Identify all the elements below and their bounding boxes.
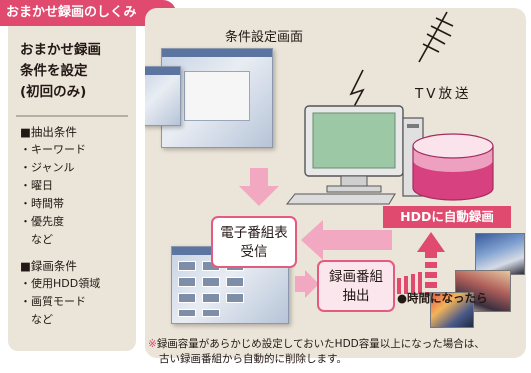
record-box-line: 録画番組 xyxy=(329,269,383,285)
epg-receive-box: 電子番組表 受信 xyxy=(211,216,297,268)
settings-screen-image-back xyxy=(145,66,181,126)
condition-item: ・使用HDD領域 xyxy=(20,277,101,290)
settings-screen-label: 条件設定画面 xyxy=(225,30,304,45)
settings-screen-image xyxy=(161,48,273,148)
arrow-left-icon xyxy=(301,220,392,260)
recorded-program-photo xyxy=(430,292,474,328)
setup-line: (初回のみ) xyxy=(20,84,87,100)
footnote-line: ※録画容量があらかじめ設定しておいたHDD容量以上になった場合は、 xyxy=(148,337,531,352)
record-conditions-heading: ■録画条件 xyxy=(20,259,77,273)
record-conditions: ■録画条件 ・使用HDD領域 ・画質モード など xyxy=(20,257,136,329)
condition-item: ・時間帯 xyxy=(20,197,64,210)
hdd-cylinder-icon xyxy=(412,133,494,201)
setup-heading: おまかせ録画 条件を設定 (初回のみ) xyxy=(20,40,136,103)
extract-conditions-heading: ■抽出条件 xyxy=(20,125,77,139)
pc-monitor-icon xyxy=(285,105,424,205)
arrow-down-icon xyxy=(239,168,279,206)
setup-line: 条件を設定 xyxy=(20,63,88,79)
record-box-line: 抽出 xyxy=(342,288,370,304)
footnote-line: 古い録画番組から自動的に削除します。 xyxy=(159,353,347,365)
time-trigger-label: ●時間になったら xyxy=(397,291,488,305)
condition-item: など xyxy=(20,233,53,246)
recorded-program-photo xyxy=(475,233,525,275)
arrow-up-dashed-icon xyxy=(397,232,445,296)
condition-item: ・キーワード xyxy=(20,143,86,156)
epg-box-line: 受信 xyxy=(240,244,268,260)
condition-item: ・優先度 xyxy=(20,215,64,228)
footnote-mark: ※ xyxy=(148,338,157,350)
left-panel: おまかせ録画 条件を設定 (初回のみ) ■抽出条件 ・キーワード ・ジャンル ・… xyxy=(8,26,136,351)
footnote: ※録画容量があらかじめ設定しておいたHDD容量以上になった場合は、 古い録画番組… xyxy=(148,337,531,367)
tv-broadcast-label: TV放送 xyxy=(415,86,472,102)
lightning-icon xyxy=(348,69,365,117)
diagram-panel: 条件設定画面 TV放送 HDDに自動録画 電子番組表 受信 録画番組 抽出 ●時… xyxy=(145,8,526,358)
footnote-text: 録画容量があらかじめ設定しておいたHDD容量以上になった場合は、 xyxy=(156,338,485,350)
condition-item: ・曜日 xyxy=(20,179,53,192)
setup-line: おまかせ録画 xyxy=(20,42,101,58)
record-extract-box: 録画番組 抽出 xyxy=(317,260,395,312)
diagram-graphics xyxy=(239,11,494,298)
hdd-auto-record-label: HDDに自動録画 xyxy=(383,206,511,228)
divider xyxy=(16,115,128,117)
epg-box-line: 電子番組表 xyxy=(220,225,288,241)
extract-conditions: ■抽出条件 ・キーワード ・ジャンル ・曜日 ・時間帯 ・優先度 など xyxy=(20,123,136,249)
condition-item: ・ジャンル xyxy=(20,161,75,174)
condition-item: ・画質モード xyxy=(20,295,86,308)
antenna-icon xyxy=(418,11,454,63)
arrow-elbow-icon xyxy=(295,270,319,298)
condition-item: など xyxy=(20,313,53,326)
